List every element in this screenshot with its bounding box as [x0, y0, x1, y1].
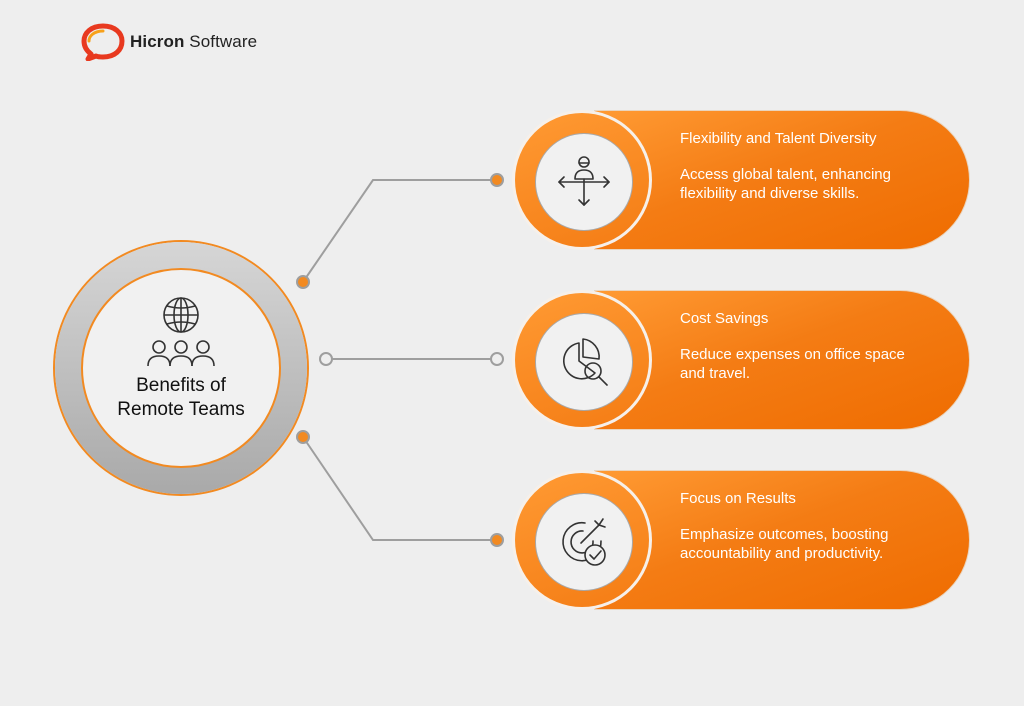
benefit-icon-ring-orange [515, 113, 649, 247]
brand-name-light: Software [189, 32, 258, 51]
benefit-text: Flexibility and Talent Diversity Access … [680, 130, 930, 203]
connector-dot [296, 275, 310, 289]
benefit-title: Focus on Results [680, 490, 796, 507]
benefit-title: Cost Savings [680, 310, 769, 327]
connector-dot [296, 430, 310, 444]
benefit-description: Access global talent, enhancing flexibil… [680, 166, 891, 202]
connector-dot [319, 352, 333, 366]
benefit-card-cost-savings: Cost Savings Reduce expenses on office s… [512, 290, 970, 430]
benefit-icon-ring-orange [515, 293, 649, 427]
benefit-icon-circle [535, 313, 633, 411]
hub-title-line2: Remote Teams [117, 399, 245, 420]
benefit-pill [594, 470, 970, 610]
people-group-icon [147, 340, 215, 367]
benefit-card-flexibility: Flexibility and Talent Diversity Access … [512, 110, 970, 250]
pie-chart-magnifier-icon [563, 338, 608, 386]
hub-title: Benefits of Remote Teams [117, 374, 244, 422]
hub-circle: Benefits of Remote Teams [55, 242, 307, 494]
benefit-icon-ring-orange [515, 473, 649, 607]
benefit-text: Cost Savings Reduce expenses on office s… [680, 310, 930, 383]
benefit-text: Focus on Results Emphasize outcomes, boo… [680, 490, 930, 563]
globe-icon [163, 297, 199, 333]
benefit-card-focus-results: Focus on Results Emphasize outcomes, boo… [512, 470, 970, 610]
benefit-icon-ring [512, 110, 652, 250]
target-check-icon [562, 518, 606, 566]
brand-name-bold: Hicron [130, 32, 185, 51]
benefit-pill [594, 290, 970, 430]
connector-top [302, 179, 497, 283]
benefit-description: Reduce expenses on office space and trav… [680, 346, 905, 382]
connector-dot [490, 352, 504, 366]
benefit-title: Flexibility and Talent Diversity [680, 130, 877, 147]
benefit-icon-circle [535, 133, 633, 231]
brand-logo: Hicron Software [80, 23, 257, 61]
connector-bottom [302, 436, 497, 541]
benefit-icon-ring [512, 290, 652, 430]
benefit-icon-circle [535, 493, 633, 591]
hub-icon-group [147, 297, 215, 367]
benefit-description: Emphasize outcomes, boosting accountabil… [680, 526, 889, 562]
speech-bubble-logo-icon [81, 23, 125, 61]
hub-inner: Benefits of Remote Teams [81, 268, 281, 468]
hub-title-line1: Benefits of [136, 375, 226, 396]
connector-dot [490, 533, 504, 547]
connector-dot [490, 173, 504, 187]
benefit-icon-ring [512, 470, 652, 610]
benefit-pill [594, 110, 970, 250]
person-directions-icon [558, 156, 610, 206]
brand-name: Hicron Software [130, 32, 257, 52]
